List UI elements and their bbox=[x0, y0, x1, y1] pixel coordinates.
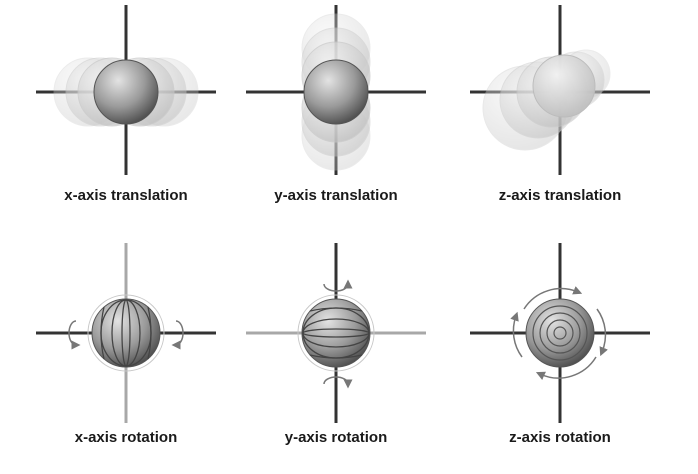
sphere bbox=[93, 59, 159, 125]
rotation-ring bbox=[297, 294, 375, 372]
caption-y-axis-translation: y-axis translation bbox=[274, 187, 398, 204]
rotation-arrows bbox=[510, 286, 608, 380]
sphere bbox=[303, 59, 369, 125]
caption-z-axis-rotation: z-axis rotation bbox=[509, 429, 611, 446]
sphere bbox=[525, 298, 595, 368]
rotation-arrows bbox=[323, 279, 353, 389]
y-translation-figure bbox=[246, 5, 426, 175]
rotation-bands bbox=[302, 307, 370, 359]
y-rotation-figure bbox=[246, 243, 426, 423]
rotation-arrows bbox=[68, 320, 184, 350]
rotation-bands bbox=[100, 299, 152, 367]
z-translation-figure bbox=[470, 5, 650, 175]
x-translation-figure bbox=[36, 5, 216, 175]
rotation-bands bbox=[532, 305, 588, 361]
caption-y-axis-rotation: y-axis rotation bbox=[284, 429, 388, 446]
caption-x-axis-rotation: x-axis rotation bbox=[74, 429, 178, 446]
x-rotation-figure bbox=[36, 243, 216, 423]
rotation-ring bbox=[87, 294, 165, 372]
sphere bbox=[532, 54, 596, 118]
z-rotation-figure bbox=[470, 243, 650, 423]
caption-x-axis-translation: x-axis translation bbox=[64, 187, 188, 204]
sphere bbox=[301, 298, 371, 368]
caption-z-axis-translation: z-axis translation bbox=[498, 187, 622, 204]
sphere bbox=[91, 298, 161, 368]
